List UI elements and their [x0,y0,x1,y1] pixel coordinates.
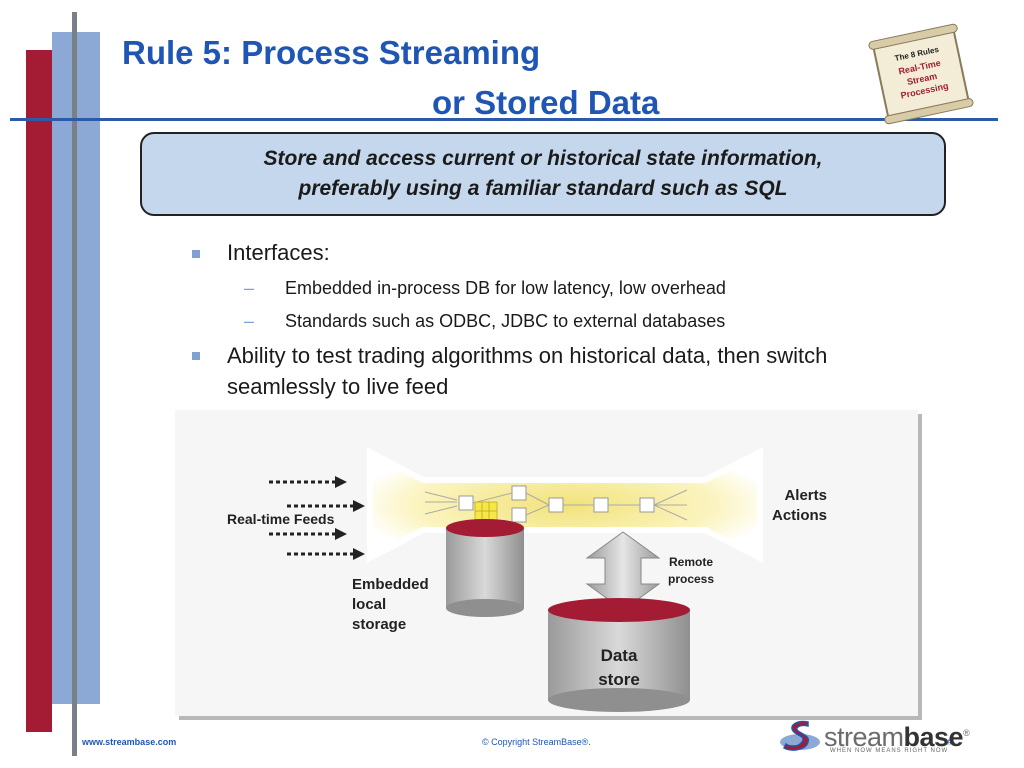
incoming-feed-arrows [269,476,365,560]
footer-page-number: ‹#› [944,737,955,747]
bullet-ability-line2: seamlessly to live feed [227,374,449,399]
footer-copyright: © Copyright StreamBase®. [482,737,591,747]
embedded-label-line3: storage [352,616,406,633]
left-accent-gray-line [72,12,77,756]
sub-bullet-standards: Standards such as ODBC, JDBC to external… [285,311,726,331]
bullet-marker [192,250,200,258]
alerts-label: Alerts [784,487,827,504]
footer-website-link[interactable]: www.streambase.com [82,737,177,747]
diagram-canvas: Real-time Feeds Alerts Actions Remote pr… [227,447,827,712]
actions-label: Actions [772,507,827,524]
slide-title-line2: or Stored Data [432,84,660,121]
left-accent-red-bar [26,50,52,732]
streambase-logo-wordmark: streambase® [824,722,970,753]
architecture-diagram: Real-time Feeds Alerts Actions Remote pr… [175,410,918,716]
embedded-label-line2: local [352,596,386,613]
data-store-cylinder [548,598,690,712]
callout-box: Store and access current or historical s… [140,132,946,216]
title-underline [10,118,998,121]
embedded-storage-cylinder [446,519,524,617]
bullet-ability-line1: Ability to test trading algorithms on hi… [227,343,828,368]
callout-text: Store and access current or historical s… [264,144,823,204]
data-store-label-line1: Data [601,646,638,665]
dash-marker: – [244,311,255,331]
bullet-interfaces: Interfaces: [227,240,330,265]
remote-process-line1: Remote [669,555,713,569]
bullet-marker [192,352,200,360]
callout-line2: preferably using a familiar standard suc… [298,177,788,200]
streambase-logo-tagline: WHEN NOW MEANS RIGHT NOW [830,748,949,754]
remote-process-line2: process [668,572,714,586]
logo-word-light: stream [824,722,904,752]
stream-flow-nodes [424,485,688,523]
data-store-label-line2: store [598,670,640,689]
sub-bullet-embedded-db: Embedded in-process DB for low latency, … [285,278,726,298]
logo-registered: ® [963,728,970,738]
real-time-feeds-label: Real-time Feeds [227,511,335,527]
slide-title-line1: Rule 5: Process Streaming [122,34,541,71]
embedded-label-line1: Embedded [352,576,429,593]
streambase-logo-icon [780,720,820,751]
dash-marker: – [244,278,255,298]
eight-rules-badge-icon: The 8 Rules Real-Time Stream Processing [868,23,974,125]
callout-line1: Store and access current or historical s… [263,147,823,170]
logo-word-bold: base [903,722,964,752]
